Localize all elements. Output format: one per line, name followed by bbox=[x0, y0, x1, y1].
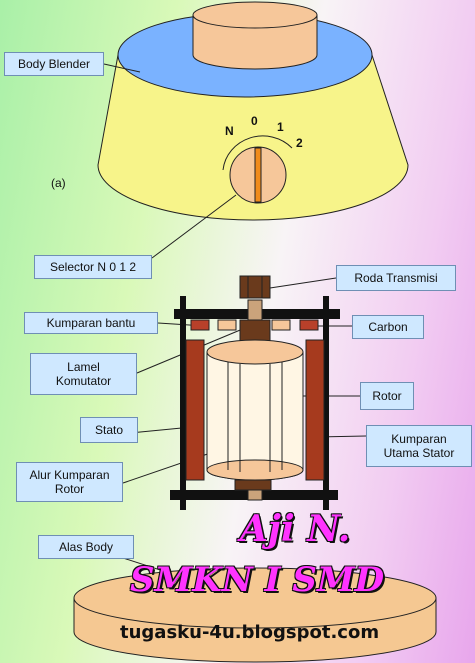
rotor-label: Rotor bbox=[360, 382, 414, 410]
roda-transmisi-label: Roda Transmisi bbox=[336, 265, 456, 291]
stator-coils bbox=[185, 339, 325, 481]
stato-label: Stato bbox=[80, 417, 138, 443]
selector-label: Selector N 0 1 2 bbox=[34, 255, 152, 279]
figure-tag: (a) bbox=[51, 176, 66, 190]
dial-1: 1 bbox=[277, 120, 284, 134]
lamel-komutator-label: Lamel Komutator bbox=[30, 353, 137, 395]
watermark-school: SMKN I SMD bbox=[130, 560, 385, 600]
dial-n: N bbox=[225, 124, 234, 138]
alas-body-label: Alas Body bbox=[38, 535, 134, 559]
carbon-label: Carbon bbox=[352, 315, 424, 339]
selector-knob bbox=[222, 135, 293, 204]
kumparan-utama-stator-label: Kumparan Utama Stator bbox=[366, 425, 472, 467]
rotor-cylinder bbox=[206, 339, 304, 491]
alur-kumparan-rotor-label: Alur Kumparan Rotor bbox=[16, 462, 123, 502]
dial-2: 2 bbox=[296, 136, 303, 150]
watermark-name: Aji N. bbox=[240, 508, 351, 550]
dial-0: 0 bbox=[251, 114, 258, 128]
kumparan-bantu-label: Kumparan bantu bbox=[24, 312, 158, 334]
base-disc bbox=[73, 567, 437, 663]
body-blender-label: Body Blender bbox=[4, 52, 104, 76]
watermark-url: tugasku-4u.blogspot.com bbox=[120, 622, 380, 643]
